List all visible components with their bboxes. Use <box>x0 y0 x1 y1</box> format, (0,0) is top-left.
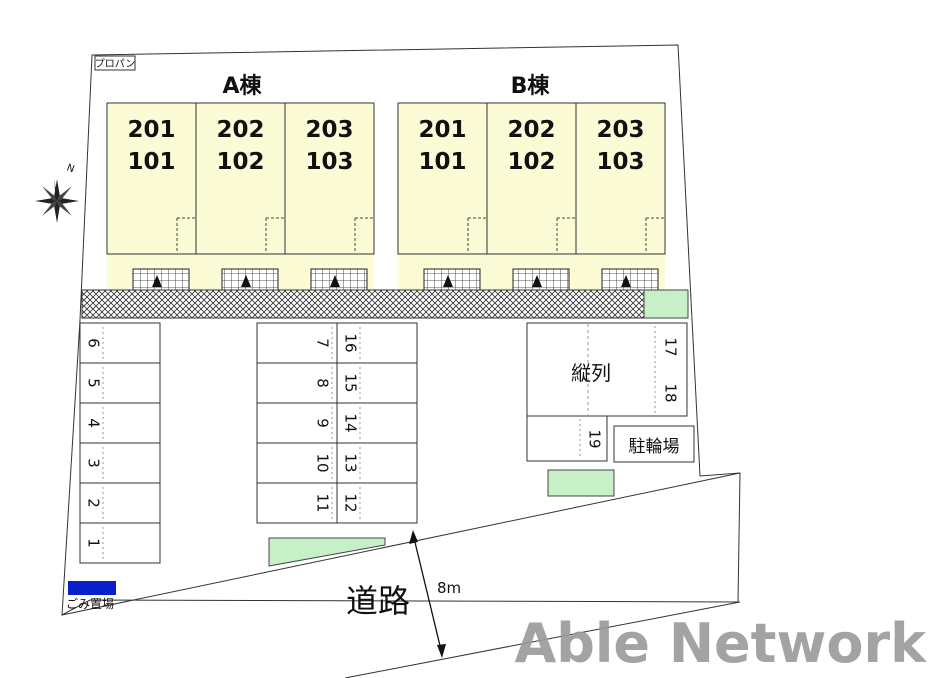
building-b-title: B棟 <box>511 73 551 99</box>
green-area-top-right <box>643 289 689 319</box>
parking-space-number: 17 <box>662 337 680 356</box>
propane-label: プロパン <box>95 58 136 70</box>
unit-number-upper: 202 <box>216 117 264 143</box>
entrance-porch <box>221 268 279 294</box>
parking-space <box>79 482 161 524</box>
parking-space <box>336 402 418 444</box>
unit-number-lower: 101 <box>418 149 466 175</box>
parking-space <box>79 362 161 404</box>
entrance-porch <box>601 268 659 294</box>
entrance-porch <box>310 268 368 294</box>
unit-number-upper: 201 <box>418 117 466 143</box>
parking-space-number: 14 <box>342 413 360 432</box>
parking-space <box>79 322 161 364</box>
parking-space-number: 19 <box>586 429 604 448</box>
unit-number-upper: 202 <box>507 117 555 143</box>
tandem-label: 縦列 <box>571 361 611 385</box>
parking-space <box>79 522 161 564</box>
entrance-porch <box>132 268 190 294</box>
parking-space <box>336 362 418 404</box>
road-edge-lower <box>344 601 741 678</box>
parking-space-number: 9 <box>314 418 332 428</box>
unit-number-lower: 103 <box>596 149 644 175</box>
entrance-marker-icon <box>152 275 162 287</box>
unit-number-upper: 201 <box>127 117 175 143</box>
parking-space-number: 3 <box>85 458 103 468</box>
unit-block <box>106 102 197 255</box>
unit-number-lower: 101 <box>127 149 175 175</box>
entrance-marker-icon <box>330 275 340 287</box>
road-width-arrow <box>412 533 443 655</box>
green-area-right <box>547 469 615 497</box>
entrance-marker-icon <box>621 275 631 287</box>
unit-number-upper: 203 <box>596 117 644 143</box>
parking-space-number: 10 <box>314 453 332 472</box>
unit-block <box>486 102 577 255</box>
parking-space <box>336 442 418 484</box>
garbage-area <box>68 581 116 595</box>
north-label: N <box>65 162 76 175</box>
unit-number-upper: 203 <box>305 117 353 143</box>
road-edge-upper <box>61 472 741 616</box>
parking-space-number: 6 <box>85 338 103 348</box>
entrance-marker-icon <box>443 275 453 287</box>
entrance-marker-icon <box>241 275 251 287</box>
garbage-label: ごみ置場 <box>66 596 114 611</box>
unit-number-lower: 102 <box>507 149 555 175</box>
parking-space-number: 18 <box>662 383 680 402</box>
parking-space-number: 5 <box>85 378 103 388</box>
road-label: 道路 <box>346 582 410 620</box>
building-b: 201 101 202 102 203 103 <box>397 102 666 294</box>
building-a-title: A棟 <box>222 73 262 99</box>
unit-number-lower: 103 <box>305 149 353 175</box>
entrance-marker-icon <box>532 275 542 287</box>
parking-space-number: 15 <box>342 373 360 392</box>
parking-space-number: 2 <box>85 498 103 508</box>
parking-space-number: 7 <box>314 338 332 348</box>
parking-space <box>336 482 418 524</box>
parking-space-number: 4 <box>85 418 103 428</box>
parking-space-number: 13 <box>342 453 360 472</box>
building-a: 201 101 202 102 203 103 <box>106 102 375 294</box>
parking-space-number: 16 <box>342 333 360 352</box>
compass-icon <box>35 178 79 223</box>
parking-space <box>256 362 338 404</box>
parking-space-number: 11 <box>314 493 332 512</box>
entrance-porch <box>423 268 481 294</box>
unit-number-lower: 102 <box>216 149 264 175</box>
walkway <box>81 289 645 319</box>
green-area-bottom <box>268 537 386 567</box>
parking-space-number: 12 <box>342 493 360 512</box>
parking-space-number: 1 <box>85 538 103 548</box>
watermark: Able Network <box>514 612 926 675</box>
unit-block <box>195 102 286 255</box>
parking-space-tandem <box>526 322 688 417</box>
bicycle-parking <box>613 425 695 463</box>
unit-block <box>397 102 488 255</box>
propane-box <box>94 55 136 71</box>
road-width-label: 8m <box>437 579 461 597</box>
parking-space <box>526 415 608 462</box>
entrance-porch <box>512 268 570 294</box>
bicycle-label: 駐輪場 <box>629 437 680 457</box>
parking-space <box>256 322 338 364</box>
parking-space-number: 8 <box>314 378 332 388</box>
parking-space <box>79 402 161 444</box>
